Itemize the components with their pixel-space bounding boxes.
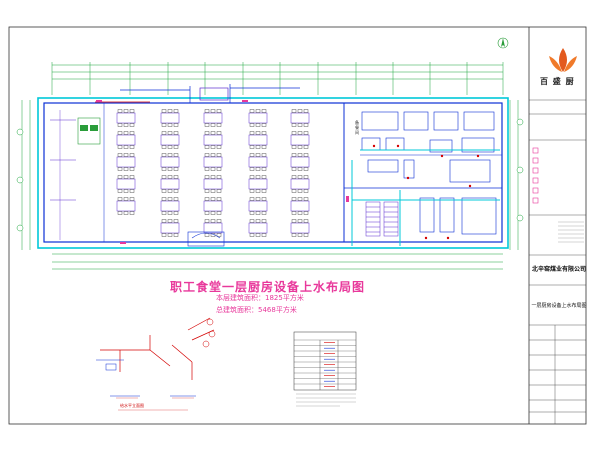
dining-table xyxy=(203,109,223,127)
water-main-loop xyxy=(37,97,509,249)
dining-table xyxy=(160,153,180,171)
dining-table xyxy=(116,153,136,171)
room-label-serving: 备餐间 xyxy=(355,120,359,135)
dining-table xyxy=(160,109,180,127)
dining-table xyxy=(290,131,310,149)
title-block-drawing-name: 一层厨房设备上水布局图 xyxy=(531,303,587,309)
pipe-isometric-detail xyxy=(100,317,215,380)
dining-table xyxy=(116,197,136,215)
grid-bubbles xyxy=(16,118,524,232)
dining-table xyxy=(290,219,310,237)
dining-table xyxy=(248,153,268,171)
sheet-border xyxy=(8,26,587,425)
dining-table xyxy=(248,131,268,149)
dining-table xyxy=(160,197,180,215)
title-block-checkbox-icons xyxy=(532,147,539,204)
dining-table xyxy=(290,175,310,193)
dining-table xyxy=(248,109,268,127)
dining-table xyxy=(203,153,223,171)
dining-table xyxy=(116,175,136,193)
title-block-note-lines xyxy=(558,221,584,243)
exterior-wall xyxy=(43,102,503,243)
dining-table xyxy=(203,219,223,237)
bottom-entrance xyxy=(176,231,238,249)
pipe-isometric-blue xyxy=(96,359,196,397)
dining-table xyxy=(290,197,310,215)
kitchen-equipment xyxy=(361,111,497,235)
kitchen-valves xyxy=(372,144,480,240)
dining-table xyxy=(248,197,268,215)
kitchen-stair xyxy=(365,201,399,237)
dining-table xyxy=(248,175,268,193)
pipe-valve-circles xyxy=(202,318,216,348)
notes-block-lines xyxy=(296,393,356,407)
dining-table xyxy=(203,197,223,215)
top-dimension-ticks xyxy=(51,62,504,95)
legend-table xyxy=(293,331,357,391)
north-arrow-icon xyxy=(497,37,509,49)
dining-table-grid xyxy=(116,109,310,237)
dining-table xyxy=(116,109,136,127)
left-service-room xyxy=(50,110,101,240)
logo-icon xyxy=(549,48,577,72)
top-supply-pipes xyxy=(95,84,300,103)
dining-table xyxy=(160,131,180,149)
dining-table xyxy=(290,109,310,127)
drawing-title: 职工食堂一层厨房设备上水布局图 xyxy=(170,280,366,294)
dining-table xyxy=(290,153,310,171)
dining-table xyxy=(203,131,223,149)
pink-markers xyxy=(96,100,349,244)
detail-caption: 给水平立面图 xyxy=(120,403,144,408)
dining-table xyxy=(203,175,223,193)
title-block-grid xyxy=(529,99,586,424)
dining-table xyxy=(160,175,180,193)
kitchen-water-risers xyxy=(351,149,500,246)
top-dimension-lines xyxy=(52,64,503,80)
company-name: 北辛窑煤业有限公司 xyxy=(531,266,586,273)
side-dimension-lines xyxy=(21,100,519,250)
total-area-text: 总建筑面积：5468平方米 xyxy=(216,306,297,314)
dining-table xyxy=(160,219,180,237)
floor-area-text: 本层建筑面积：1825平方米 xyxy=(216,294,304,302)
bottom-dimension-lines xyxy=(52,253,503,270)
dining-table xyxy=(116,131,136,149)
logo-text: 百 盛 厨 xyxy=(540,76,575,86)
detail-caption-lines xyxy=(116,397,194,411)
dining-table xyxy=(248,219,268,237)
